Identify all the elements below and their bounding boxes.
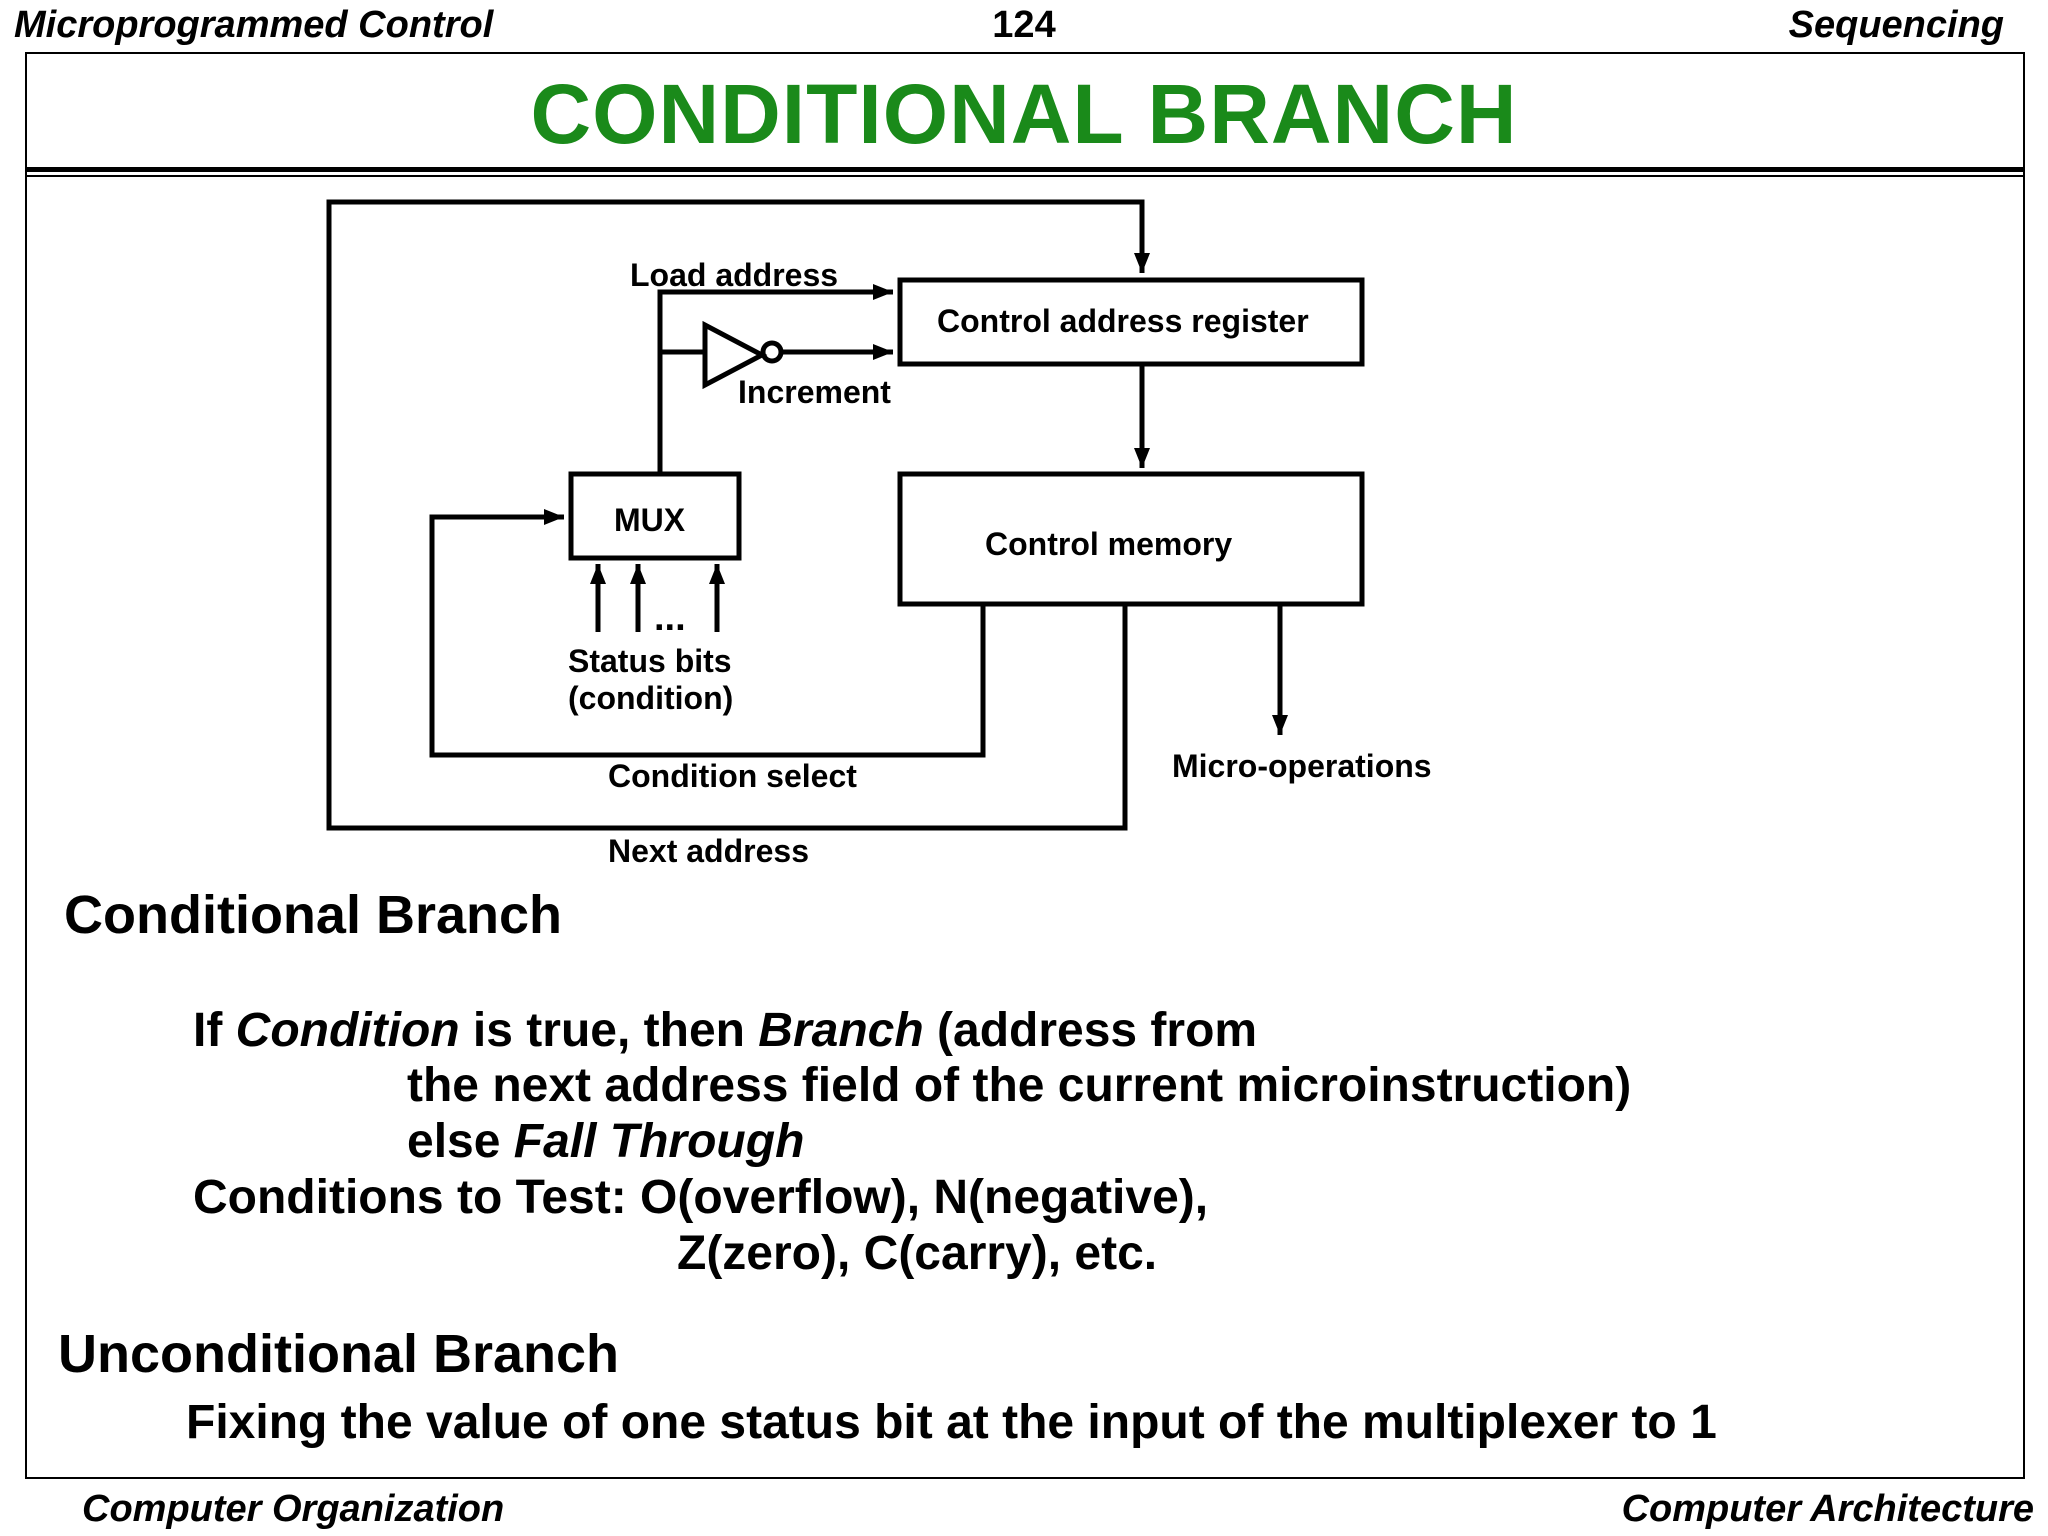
conditional-line-4: Conditions to Test: O(overflow), N(negat… [193, 1171, 1209, 1224]
load-address-line [657, 284, 893, 474]
condition-select-label: Condition select [608, 758, 857, 794]
conditional-line-3: else Fall Through [407, 1115, 805, 1168]
mux-label: MUX [614, 502, 686, 538]
control-address-register-label: Control address register [937, 303, 1309, 339]
page-number: 124 [992, 4, 1056, 46]
control-memory-box [897, 471, 1365, 607]
header-right: Sequencing [1788, 4, 2004, 46]
conditional-branch-heading: Conditional Branch [64, 885, 562, 945]
inverter-gate [702, 320, 768, 390]
mux-box [568, 471, 742, 561]
slide-frame [25, 52, 2025, 1479]
next-address-line [326, 199, 1150, 831]
title-rule-thin [25, 175, 2025, 177]
unconditional-line-1: Fixing the value of one status bit at th… [186, 1396, 1717, 1449]
title-rule [25, 167, 2025, 172]
header-left: Microprogrammed Control [14, 4, 494, 46]
conditional-line-1: If Condition is true, then Branch (addre… [193, 1004, 1258, 1057]
micro-operations-label: Micro-operations [1172, 748, 1432, 784]
slide-title: CONDITIONAL BRANCH [530, 67, 1518, 161]
increment-label: Increment [738, 374, 891, 410]
condition-select-line [429, 509, 986, 758]
unconditional-branch-heading: Unconditional Branch [58, 1324, 620, 1384]
conditional-line-5: Z(zero), C(carry), etc. [677, 1227, 1158, 1280]
control-memory-label: Control memory [985, 526, 1233, 562]
footer-left: Computer Organization [82, 1488, 505, 1530]
condition-label: (condition) [568, 680, 734, 716]
footer-right: Computer Architecture [1621, 1488, 2034, 1530]
load-address-label: Load address [630, 257, 839, 293]
status-bits-ellipsis: ... [654, 597, 686, 639]
conditional-line-2: the next address field of the current mi… [407, 1059, 1632, 1112]
next-address-label: Next address [608, 833, 809, 869]
status-bits-label: Status bits [568, 643, 732, 679]
control-address-register-box [897, 277, 1365, 367]
conditional-branch-diagram [326, 199, 1365, 831]
inverter-bubble [760, 340, 784, 364]
